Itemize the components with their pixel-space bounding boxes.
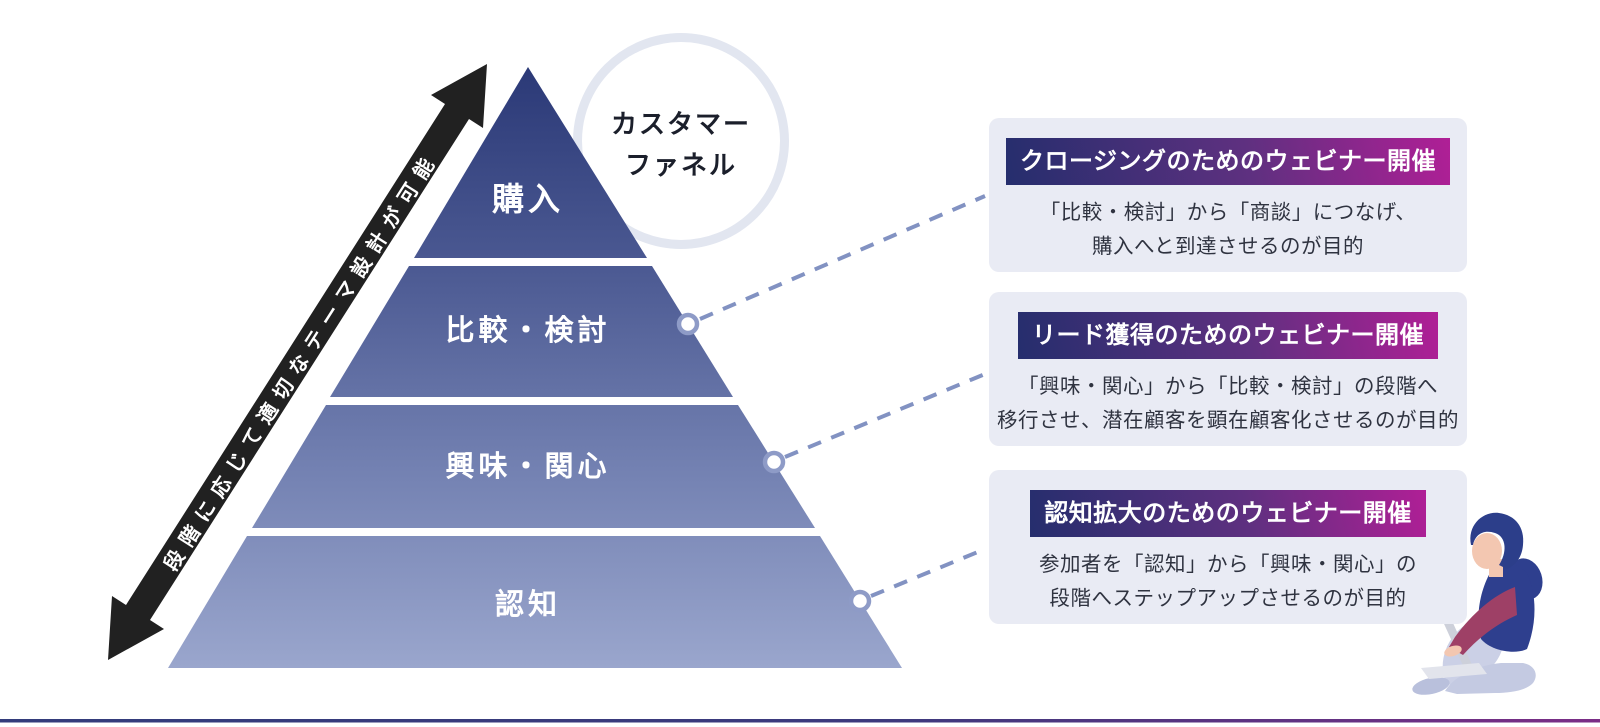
funnel-band-interest	[252, 405, 815, 528]
callout-awareness-title: 認知拡大のためのウェビナー開催	[1030, 490, 1426, 537]
callout-awareness-body-line2: 段階へステップアップさせるのが目的	[1049, 587, 1407, 610]
customer-funnel-label-line1: カスタマー	[610, 109, 752, 139]
bottom-accent-line	[0, 719, 1600, 723]
stage-label-purchase: 購入	[491, 181, 565, 217]
connector-line-awareness	[870, 547, 986, 598]
callout-closing-body-line2: 購入へと到達させるのが目的	[1092, 235, 1364, 258]
connector-line-comparison	[699, 194, 986, 321]
callout-leadgen-body-line1: 「興味・関心」から「比較・検討」の段階へ	[1018, 375, 1438, 398]
shoe	[1412, 677, 1450, 695]
person-illustration	[1412, 512, 1543, 695]
hair	[1470, 512, 1524, 569]
hand	[1444, 645, 1462, 657]
callout-awareness-webinar: 認知拡大のためのウェビナー開催 参加者を「認知」から「興味・関心」の 段階へステ…	[989, 470, 1467, 624]
callout-awareness-body-line1: 参加者を「認知」から「興味・関心」の	[1039, 553, 1417, 576]
connector-line-interest	[784, 372, 986, 459]
stage-axis-arrow	[108, 64, 487, 660]
callout-leadgen-webinar: リード獲得のためのウェビナー開催 「興味・関心」から「比較・検討」の段階へ 移行…	[989, 292, 1467, 446]
stage-label-interest: 興味・関心	[445, 451, 611, 483]
callout-leadgen-title: リード獲得のためのウェビナー開催	[1018, 312, 1438, 359]
funnel-band-awareness	[168, 536, 902, 668]
callout-awareness-body: 参加者を「認知」から「興味・関心」の 段階へステップアップさせるのが目的	[989, 548, 1467, 616]
face	[1472, 533, 1502, 569]
connector-dot-interest	[762, 450, 786, 474]
customer-funnel-label: カスタマー ファネル	[611, 104, 751, 186]
callout-leadgen-body: 「興味・関心」から「比較・検討」の段階へ 移行させ、潜在顧客を顕在顧客化させるの…	[989, 370, 1467, 438]
callout-closing-title: クロージングのためのウェビナー開催	[1005, 138, 1451, 185]
connector-dot-awareness	[848, 589, 872, 613]
callout-closing-body: 「比較・検討」から「商談」につなげ、 購入へと到達させるのが目的	[989, 196, 1467, 264]
stage-label-awareness: 認知	[494, 589, 562, 621]
funnel-band-purchase	[414, 67, 647, 258]
connector-dot-comparison	[676, 312, 700, 336]
funnel-band-comparison	[330, 266, 733, 397]
stage-label-comparison: 比較・検討	[445, 315, 611, 347]
sleeve-arm	[1449, 587, 1517, 655]
pants-base	[1445, 663, 1536, 694]
laptop-base	[1421, 663, 1487, 679]
callout-closing-body-line1: 「比較・検討」から「商談」につなげ、	[1039, 201, 1417, 224]
customer-funnel-label-line2: ファネル	[624, 150, 738, 180]
callout-closing-webinar: クロージングのためのウェビナー開催 「比較・検討」から「商談」につなげ、 購入へ…	[989, 118, 1467, 272]
callout-leadgen-body-line2: 移行させ、潜在顧客を顕在顧客化させるのが目的	[997, 409, 1459, 432]
